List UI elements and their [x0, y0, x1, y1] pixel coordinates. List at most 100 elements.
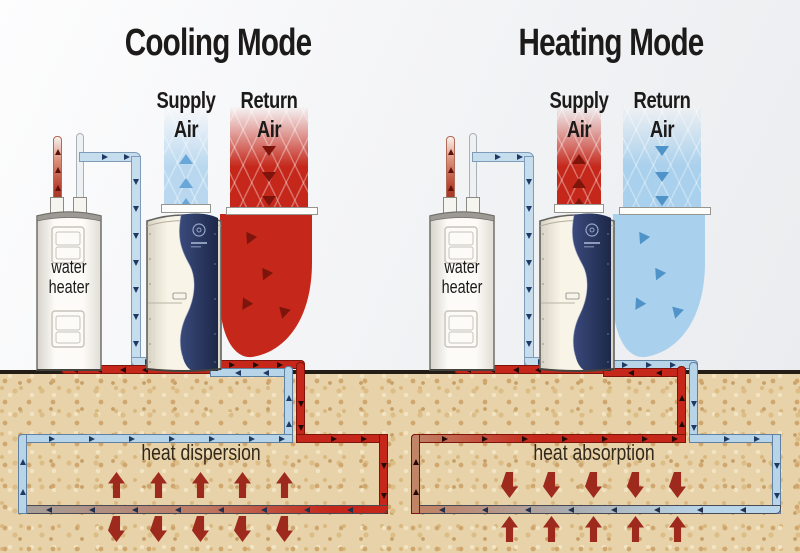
- flow-arrow-icon: [602, 435, 608, 442]
- ground-process-label: heat absorption: [533, 440, 655, 465]
- return-duct-flange: [226, 207, 318, 215]
- flow-arrow-icon: [740, 506, 746, 513]
- flow-arrow-icon: [568, 506, 574, 513]
- heat-flow-up-icon: [669, 516, 686, 542]
- flow-arrow-icon: [628, 369, 634, 376]
- heat-flow-up-icon: [192, 472, 209, 498]
- flow-arrow-icon: [304, 506, 310, 513]
- flow-arrow-icon: [670, 361, 676, 368]
- flow-arrow-icon: [754, 435, 760, 442]
- flow-arrow-icon: [142, 366, 148, 373]
- flow-arrow-icon: [133, 206, 139, 212]
- flow-arrow-icon: [412, 459, 419, 465]
- flow-arrow-icon: [54, 149, 61, 155]
- heat-flow-up-icon: [585, 516, 602, 542]
- flow-arrow-icon: [175, 506, 181, 513]
- water-heater-tank: [36, 211, 102, 371]
- flow-arrow-icon: [120, 366, 126, 373]
- ground-loop-top-right-leg: [296, 434, 388, 443]
- airflow-up-icon: [179, 198, 193, 208]
- hot-water-outlet-pipe: [53, 136, 62, 198]
- flow-arrow-icon: [347, 506, 353, 513]
- cold-water-pipe: [76, 133, 84, 198]
- flow-arrow-icon: [526, 260, 532, 266]
- flow-arrow-icon: [380, 493, 387, 499]
- flow-arrow-icon: [678, 395, 685, 401]
- return-duct-elbow: [613, 214, 705, 358]
- flow-arrow-icon: [235, 369, 241, 376]
- airflow-up-icon: [572, 154, 586, 164]
- heat-flow-down-icon: [234, 516, 251, 542]
- flow-arrow-icon: [133, 314, 139, 320]
- flow-arrow-icon: [46, 506, 52, 513]
- flow-arrow-icon: [526, 287, 532, 293]
- heat-flow-down-icon: [108, 516, 125, 542]
- ground-loop-right-leg: [772, 434, 781, 514]
- supply-duct-collar: [161, 204, 211, 213]
- flow-arrow-icon: [622, 361, 628, 368]
- flow-arrow-icon: [285, 421, 292, 427]
- heat-flow-down-icon: [150, 516, 167, 542]
- flow-arrow-icon: [611, 506, 617, 513]
- airflow-down-icon: [262, 196, 276, 206]
- flow-arrow-icon: [277, 361, 283, 368]
- heat-flow-down-icon: [501, 472, 518, 498]
- ground-loop-right-leg: [379, 434, 388, 514]
- flow-arrow-icon: [526, 206, 532, 212]
- ground-loop-bottom-leg: [411, 505, 781, 514]
- flow-arrow-icon: [297, 425, 304, 431]
- flow-arrow-icon: [447, 149, 454, 155]
- flow-arrow-icon: [447, 167, 454, 173]
- panel-title: Cooling Mode: [124, 22, 312, 64]
- heat-flow-up-icon: [150, 472, 167, 498]
- heat-flow-up-icon: [276, 472, 293, 498]
- ground-process-label: heat dispersion: [141, 440, 261, 465]
- flow-arrow-icon: [482, 506, 488, 513]
- flow-arrow-icon: [285, 395, 292, 401]
- flow-arrow-icon: [102, 154, 108, 160]
- flow-arrow-icon: [495, 154, 501, 160]
- flow-arrow-icon: [562, 435, 568, 442]
- heat-flow-down-icon: [276, 516, 293, 542]
- flow-arrow-icon: [690, 401, 697, 407]
- water-heater-tank: [429, 211, 495, 371]
- hot-water-outlet-pipe: [446, 136, 455, 198]
- flow-arrow-icon: [412, 489, 419, 495]
- flow-arrow-icon: [517, 154, 523, 160]
- heat-flow-down-icon: [585, 472, 602, 498]
- flow-arrow-icon: [380, 463, 387, 469]
- flow-arrow-icon: [132, 506, 138, 513]
- airflow-down-icon: [655, 196, 669, 206]
- return-duct-flange: [619, 207, 711, 215]
- flow-arrow-icon: [49, 435, 55, 442]
- flow-arrow-icon: [133, 179, 139, 185]
- airflow-down-icon: [262, 146, 276, 156]
- ground-loop-top-right-leg: [689, 434, 781, 443]
- flow-arrow-icon: [697, 506, 703, 513]
- airflow-up-icon: [572, 178, 586, 188]
- flow-arrow-icon: [19, 489, 26, 495]
- flow-arrow-icon: [261, 506, 267, 513]
- heat-flow-up-icon: [543, 516, 560, 542]
- flow-arrow-icon: [690, 425, 697, 431]
- ground-loop-left-leg: [411, 434, 420, 514]
- loop-riser-pipe: [677, 366, 686, 443]
- flow-arrow-icon: [513, 366, 519, 373]
- supply-air-duct: [164, 106, 208, 208]
- airflow-down-icon: [655, 146, 669, 156]
- airflow-down-icon: [655, 172, 669, 182]
- flow-arrow-icon: [525, 506, 531, 513]
- return-air-duct: [230, 106, 308, 207]
- underground-soil: [0, 374, 800, 553]
- flow-arrow-icon: [229, 361, 235, 368]
- ground-surface-line: [0, 370, 800, 374]
- airflow-down-icon: [262, 172, 276, 182]
- loop-riser-pipe: [284, 366, 293, 443]
- heat-pump-unit: [146, 213, 222, 372]
- flow-arrow-icon: [54, 185, 61, 191]
- flow-arrow-icon: [522, 435, 528, 442]
